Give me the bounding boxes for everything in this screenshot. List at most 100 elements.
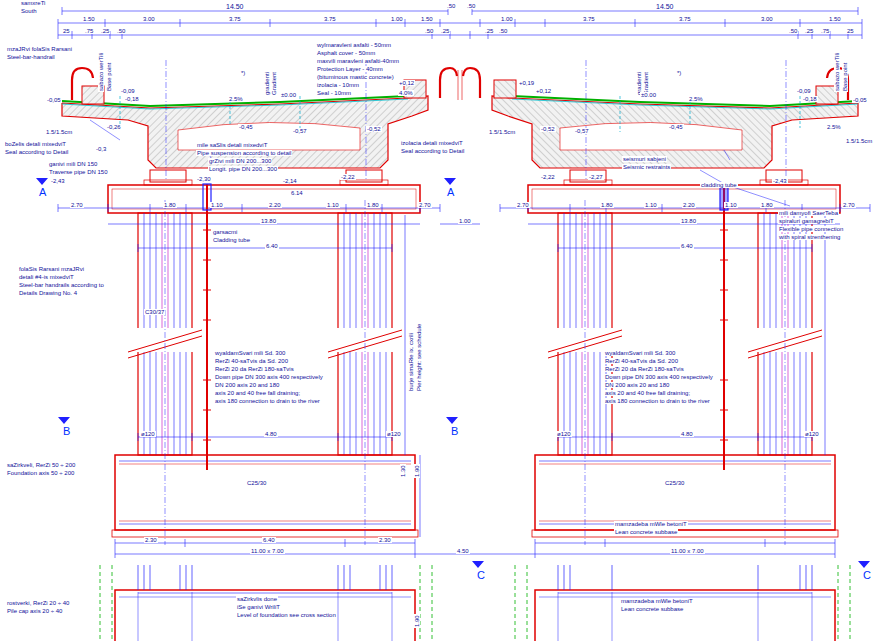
- section-mark: C: [862, 570, 872, 581]
- note-text: Pipe suspension according to detail: [196, 150, 292, 156]
- dimension-label: .75: [84, 28, 94, 34]
- dimension-label: -2,14: [282, 178, 298, 184]
- note-text: mamzadeba mWle betoniT: [620, 598, 694, 604]
- dimension-label: 1.90: [414, 464, 420, 478]
- dimension-label: -0,52: [540, 126, 556, 132]
- note-text: Base point: [842, 62, 848, 92]
- note-text: *): [676, 70, 682, 76]
- note-text: *): [240, 70, 246, 76]
- section-mark: B: [450, 426, 459, 437]
- dimension-label: ø120: [386, 431, 402, 437]
- dimension-label: 1.80: [760, 202, 774, 208]
- dimension-label: +0,19: [518, 80, 535, 86]
- dimension-label: 4.50: [456, 548, 470, 554]
- section-mark: A: [38, 187, 47, 198]
- dimension-label: .50: [788, 28, 798, 34]
- note-text: mamzadeba mWle betoniT: [614, 521, 688, 527]
- dimension-label: 2.70: [418, 202, 432, 208]
- note-text: wyaldamSvari mili Sd. 300: [604, 350, 676, 356]
- note-text: axis 20 and 40 free fall draining;: [604, 390, 691, 396]
- note-text: Cladding tube: [212, 237, 251, 243]
- note-text: Down pipe DN 300 axis 400 respectively: [604, 374, 714, 380]
- note-text: gradienti: [264, 71, 270, 96]
- dimension-label: ±0.00: [640, 92, 657, 98]
- note-text: folaSis Rarsani mzaJRvi: [18, 266, 85, 272]
- dimension-label: 1.5/1.5cm: [488, 129, 516, 135]
- dimension-label: 2.70: [70, 202, 84, 208]
- note-text: Longit. pipe DN 200...300: [208, 166, 278, 172]
- note-text: Steel-bar-handrail: [6, 54, 56, 60]
- dimension-label: 1.00: [390, 16, 404, 22]
- section-mark: C: [476, 570, 486, 581]
- dimension-label: 2.5%: [826, 124, 842, 130]
- dimension-label: 2.30: [144, 537, 158, 543]
- note-text: mili damyofi SaerTeba: [778, 210, 839, 216]
- dimension-label: 2.5%: [688, 96, 704, 102]
- dimension-label: 3.75: [323, 16, 337, 22]
- note-text: Foundation axis 50 ÷ 200: [6, 470, 75, 476]
- note-text: Steel-bar handrails according to: [18, 282, 105, 288]
- dimension-label: .25: [484, 28, 494, 34]
- dimension-label: 2.70: [842, 202, 856, 208]
- note-text: wyaldamSvari mili Sd. 300: [214, 350, 286, 356]
- dimension-label: .25: [804, 28, 814, 34]
- dimension-label: 1.80: [163, 202, 177, 208]
- dimension-label: 25: [62, 28, 71, 34]
- dimension-label: -2,27: [588, 174, 604, 180]
- dimension-label: 3.00: [142, 16, 156, 22]
- dimension-label: .50: [446, 3, 456, 9]
- dimension-label: 4.80: [680, 431, 694, 437]
- dimension-label: ø120: [140, 431, 156, 437]
- note-text: C30/37: [144, 309, 165, 315]
- section-mark: B: [62, 426, 71, 437]
- note-text: samxreTi: [20, 0, 46, 6]
- dimension-label: -2,30: [196, 176, 212, 182]
- note-text: maxvili maravleni asfalti-40mm: [316, 58, 400, 64]
- note-text: axis 180 connection to drain to the rive…: [214, 398, 321, 404]
- dimension-label: 13.80: [680, 218, 697, 224]
- dimension-label: 1.10: [724, 202, 738, 208]
- dimension-label: 4.80: [264, 431, 278, 437]
- note-text: Lean concrete subbase: [620, 606, 684, 612]
- dimension-label: 1.10: [644, 202, 658, 208]
- dimension-label: -0,09: [796, 88, 812, 94]
- dimension-label: +0,12: [535, 88, 552, 94]
- dimension-label: 1.80: [600, 202, 614, 208]
- dimension-label: .50: [116, 28, 126, 34]
- note-text: axis 180 connection to drain to the rive…: [604, 398, 711, 404]
- dimension-label: 3.75: [228, 16, 242, 22]
- note-text: rostverki, RerZi 20 ÷ 40: [6, 600, 70, 606]
- dimension-label: .75: [820, 28, 830, 34]
- note-text: izolacia - 10mm: [316, 82, 360, 88]
- dimension-label: -0,3: [95, 146, 107, 152]
- dimension-label: -0,45: [668, 124, 684, 130]
- dimension-label: -0,05: [46, 97, 62, 103]
- dimension-label: ø120: [804, 431, 820, 437]
- note-text: grZivi mili DN 200...300: [208, 158, 272, 164]
- note-text: burje simaRle ix. cxrili: [408, 332, 414, 392]
- dimension-label: -0,57: [574, 128, 590, 134]
- dimension-label: 2.20: [268, 202, 282, 208]
- note-text: saZirkvlis done: [236, 596, 278, 602]
- dimension-label: 1.00: [500, 16, 514, 22]
- note-text: sabazo werTili: [98, 52, 104, 92]
- dimension-label: 6.40: [265, 243, 279, 249]
- note-text: detali #4-is mixedviT: [18, 274, 75, 280]
- note-text: South: [20, 8, 38, 14]
- note-text: RerZi 40-saTvis da Sd. 200: [604, 358, 679, 364]
- note-text: C25/30: [664, 480, 685, 486]
- note-text: Seal - 10mm: [316, 90, 352, 96]
- dimension-label: 2.30: [378, 537, 392, 543]
- dimension-label: -2,43: [772, 178, 788, 184]
- dimension-label: ±0.00: [280, 92, 297, 98]
- note-text: with spiral strenthening: [778, 234, 841, 240]
- note-text: Asphalt cover - 50mm: [316, 50, 376, 56]
- note-text: RerZi 40-saTvis da Sd. 200: [214, 358, 289, 364]
- dimension-label: 6.40: [680, 243, 694, 249]
- note-text: Pile cap axis 20 ÷ 40: [6, 608, 63, 614]
- dimension-label: -0,09: [120, 88, 136, 94]
- dimension-label: 11.00 x 7.00: [250, 548, 285, 554]
- section-mark: A: [446, 187, 455, 198]
- dimension-label: 2.5%: [228, 96, 244, 102]
- note-text: DN 200 axis 20 and 180: [214, 382, 280, 388]
